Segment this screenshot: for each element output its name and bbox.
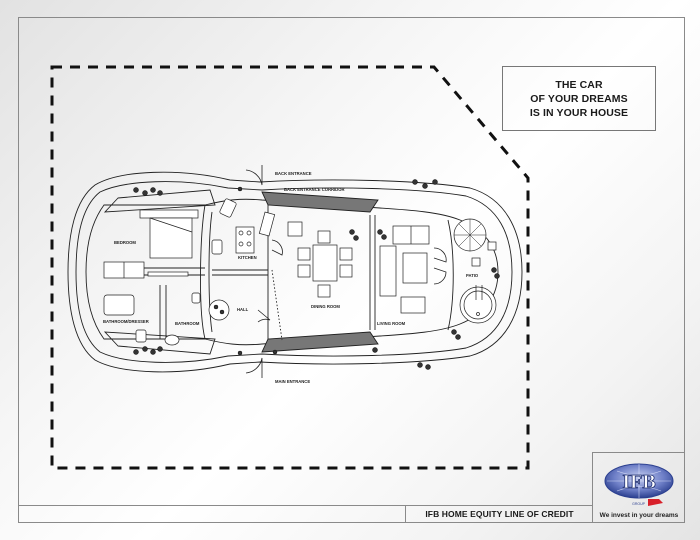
label-living-room: LIVING ROOM: [377, 321, 406, 326]
headline-line-1: THE CAR: [555, 78, 603, 91]
main-entrance-door: [245, 357, 263, 378]
lot-boundary: [50, 65, 530, 470]
toilet: [191, 292, 201, 304]
label-dining-room: DINING ROOM: [311, 304, 340, 309]
headline-line-2: OF YOUR DREAMS: [530, 92, 628, 105]
back-entrance-door: [245, 165, 263, 186]
bottom-divider: [18, 505, 593, 506]
product-label-box: IFB HOME EQUITY LINE OF CREDIT: [405, 505, 593, 523]
label-hall: HALL: [237, 307, 249, 312]
sink: [164, 334, 180, 346]
bathtub: [103, 294, 135, 316]
product-label: IFB HOME EQUITY LINE OF CREDIT: [425, 509, 574, 519]
bed: [149, 217, 193, 259]
stove: [235, 226, 255, 254]
logo-text: IFB: [622, 471, 655, 493]
doors: [245, 165, 447, 378]
dining-table: [312, 244, 338, 282]
label-back-corridor: BACK ENTRANCE CORRIDOR: [284, 187, 345, 192]
label-bedroom: BEDROOM: [114, 240, 136, 245]
dining-cabinet: [287, 221, 303, 237]
headline-box: THE CAR OF YOUR DREAMS IS IN YOUR HOUSE: [502, 66, 656, 131]
label-kitchen: KITCHEN: [238, 255, 257, 260]
living-couch: [379, 245, 397, 297]
bed-headboard: [139, 209, 199, 219]
coffee-table: [402, 252, 428, 284]
armchair: [400, 296, 426, 314]
label-bathroom-dresser: BATHROOM/DRESSER: [103, 319, 149, 324]
hall-plant-pot: [208, 299, 230, 321]
plants: [133, 179, 500, 370]
flag-icon: [648, 499, 663, 506]
logo-subtext: GROUP: [632, 502, 646, 506]
outer-frame: [18, 17, 685, 523]
furniture: [103, 198, 497, 346]
kitchen-sink: [211, 239, 223, 255]
label-back-entrance: BACK ENTRANCE: [275, 171, 312, 176]
label-patio: PATIO: [466, 273, 479, 278]
label-bathroom: BATHROOM: [175, 321, 200, 326]
toilet: [135, 329, 147, 343]
brand-box: IFB GROUP We invest in your dreams: [592, 452, 685, 523]
label-main-entrance: MAIN ENTRANCE: [275, 379, 310, 384]
ifb-logo: IFB GROUP: [604, 463, 674, 506]
tagline: We invest in your dreams: [599, 512, 679, 519]
headline-line-3: IS IN YOUR HOUSE: [529, 106, 629, 119]
